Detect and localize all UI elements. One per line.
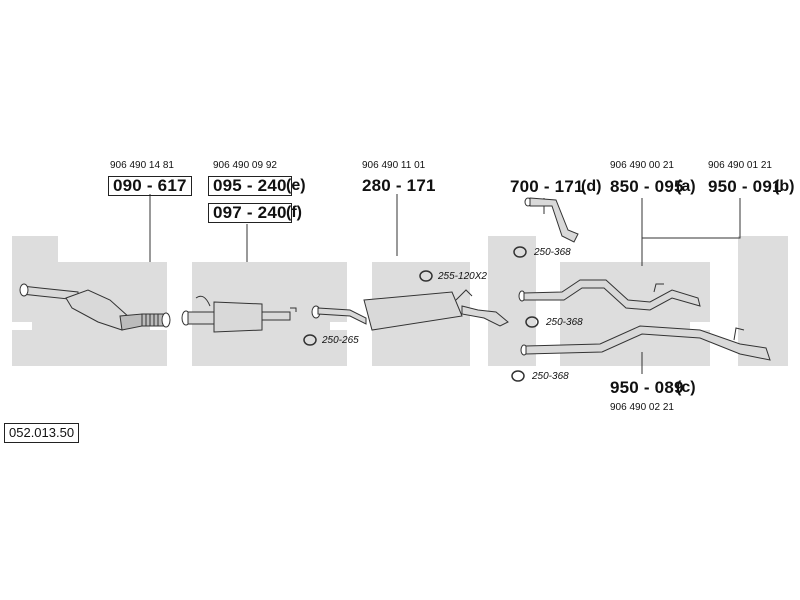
part-number-850-095: 850 - 095	[610, 177, 684, 196]
oe-number: 906 490 09 92	[213, 160, 277, 171]
part-suffix: (d)	[581, 178, 602, 195]
part-number-097-240: 097 - 240	[208, 203, 292, 223]
part-suffix: (f)	[286, 204, 302, 221]
catalog-number: 052.013.50	[4, 423, 80, 443]
part-number-950-091: 950 - 091	[708, 177, 782, 196]
catalytic-converter	[19, 283, 171, 331]
middle-silencer	[311, 289, 509, 331]
clamp-icon	[303, 246, 539, 382]
part-number-700-171: 700 - 171	[510, 177, 584, 196]
part-suffix: (a)	[676, 178, 696, 195]
part-number-095-240: 095 - 240	[208, 176, 292, 196]
part-suffix: (e)	[286, 177, 306, 194]
particulate-filter	[181, 295, 297, 333]
oe-number: 906 490 14 81	[110, 160, 174, 171]
accessory-label: 250-368	[546, 317, 583, 328]
oe-number: 906 490 02 21	[610, 402, 674, 413]
part-number-950-089: 950 - 089	[610, 378, 684, 397]
part-number-280-171: 280 - 171	[362, 176, 436, 195]
part-suffix: (b)	[774, 178, 795, 195]
part-number-090-617: 090 - 617	[108, 176, 192, 196]
intermediate-pipe	[524, 197, 579, 243]
lower-tailpipe	[520, 325, 771, 361]
upper-tailpipe	[518, 279, 701, 311]
oe-number: 906 490 11 01	[362, 160, 426, 171]
accessory-label: 250-368	[532, 371, 569, 382]
oe-number: 906 490 00 21	[610, 160, 674, 171]
accessory-label: 255-120X2	[438, 271, 487, 282]
accessory-label: 250-265	[322, 335, 359, 346]
part-suffix: (c)	[676, 379, 696, 396]
accessory-label: 250-368	[534, 247, 571, 258]
oe-number: 906 490 01 21	[708, 160, 772, 171]
